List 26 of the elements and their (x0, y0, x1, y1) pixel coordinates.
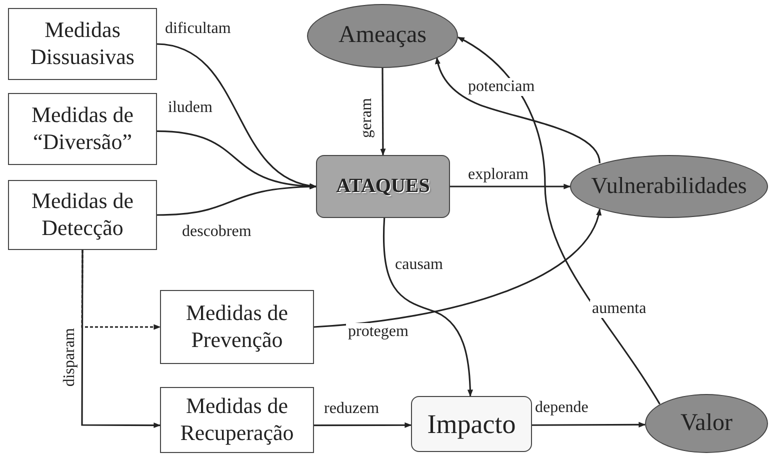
arrow (382, 218, 473, 397)
edge-label: aumenta (590, 300, 648, 318)
arrow (81, 250, 161, 428)
arrow (532, 422, 646, 428)
arrow (457, 36, 660, 404)
arrow (314, 422, 412, 428)
measure-box: Medidas de “Diversão” (8, 93, 157, 165)
impact-box: Impacto (411, 396, 532, 452)
edge-label: protegem (346, 323, 410, 341)
concept-ellipse: Ameaças (307, 4, 458, 68)
arrow (156, 43, 317, 188)
concept-ellipse: Vulnerabilidades (570, 155, 768, 218)
arrow (435, 57, 600, 164)
arrow (156, 184, 317, 216)
edge-label: potenciam (466, 78, 537, 96)
arrow (450, 184, 571, 190)
measure-box: Medidas de Prevenção (160, 290, 314, 364)
concept-ellipse: Valor (645, 394, 768, 453)
measure-box: Medidas Dissuasivas (8, 8, 157, 80)
arrow (380, 68, 386, 156)
measure-box: Medidas de Detecção (8, 180, 157, 250)
edge-label: exploram (466, 166, 530, 184)
arrow (314, 208, 601, 328)
edge-label: depende (533, 399, 590, 417)
attack-box: ATAQUES (316, 155, 450, 218)
measure-box: Medidas de Recuperação (160, 387, 314, 453)
